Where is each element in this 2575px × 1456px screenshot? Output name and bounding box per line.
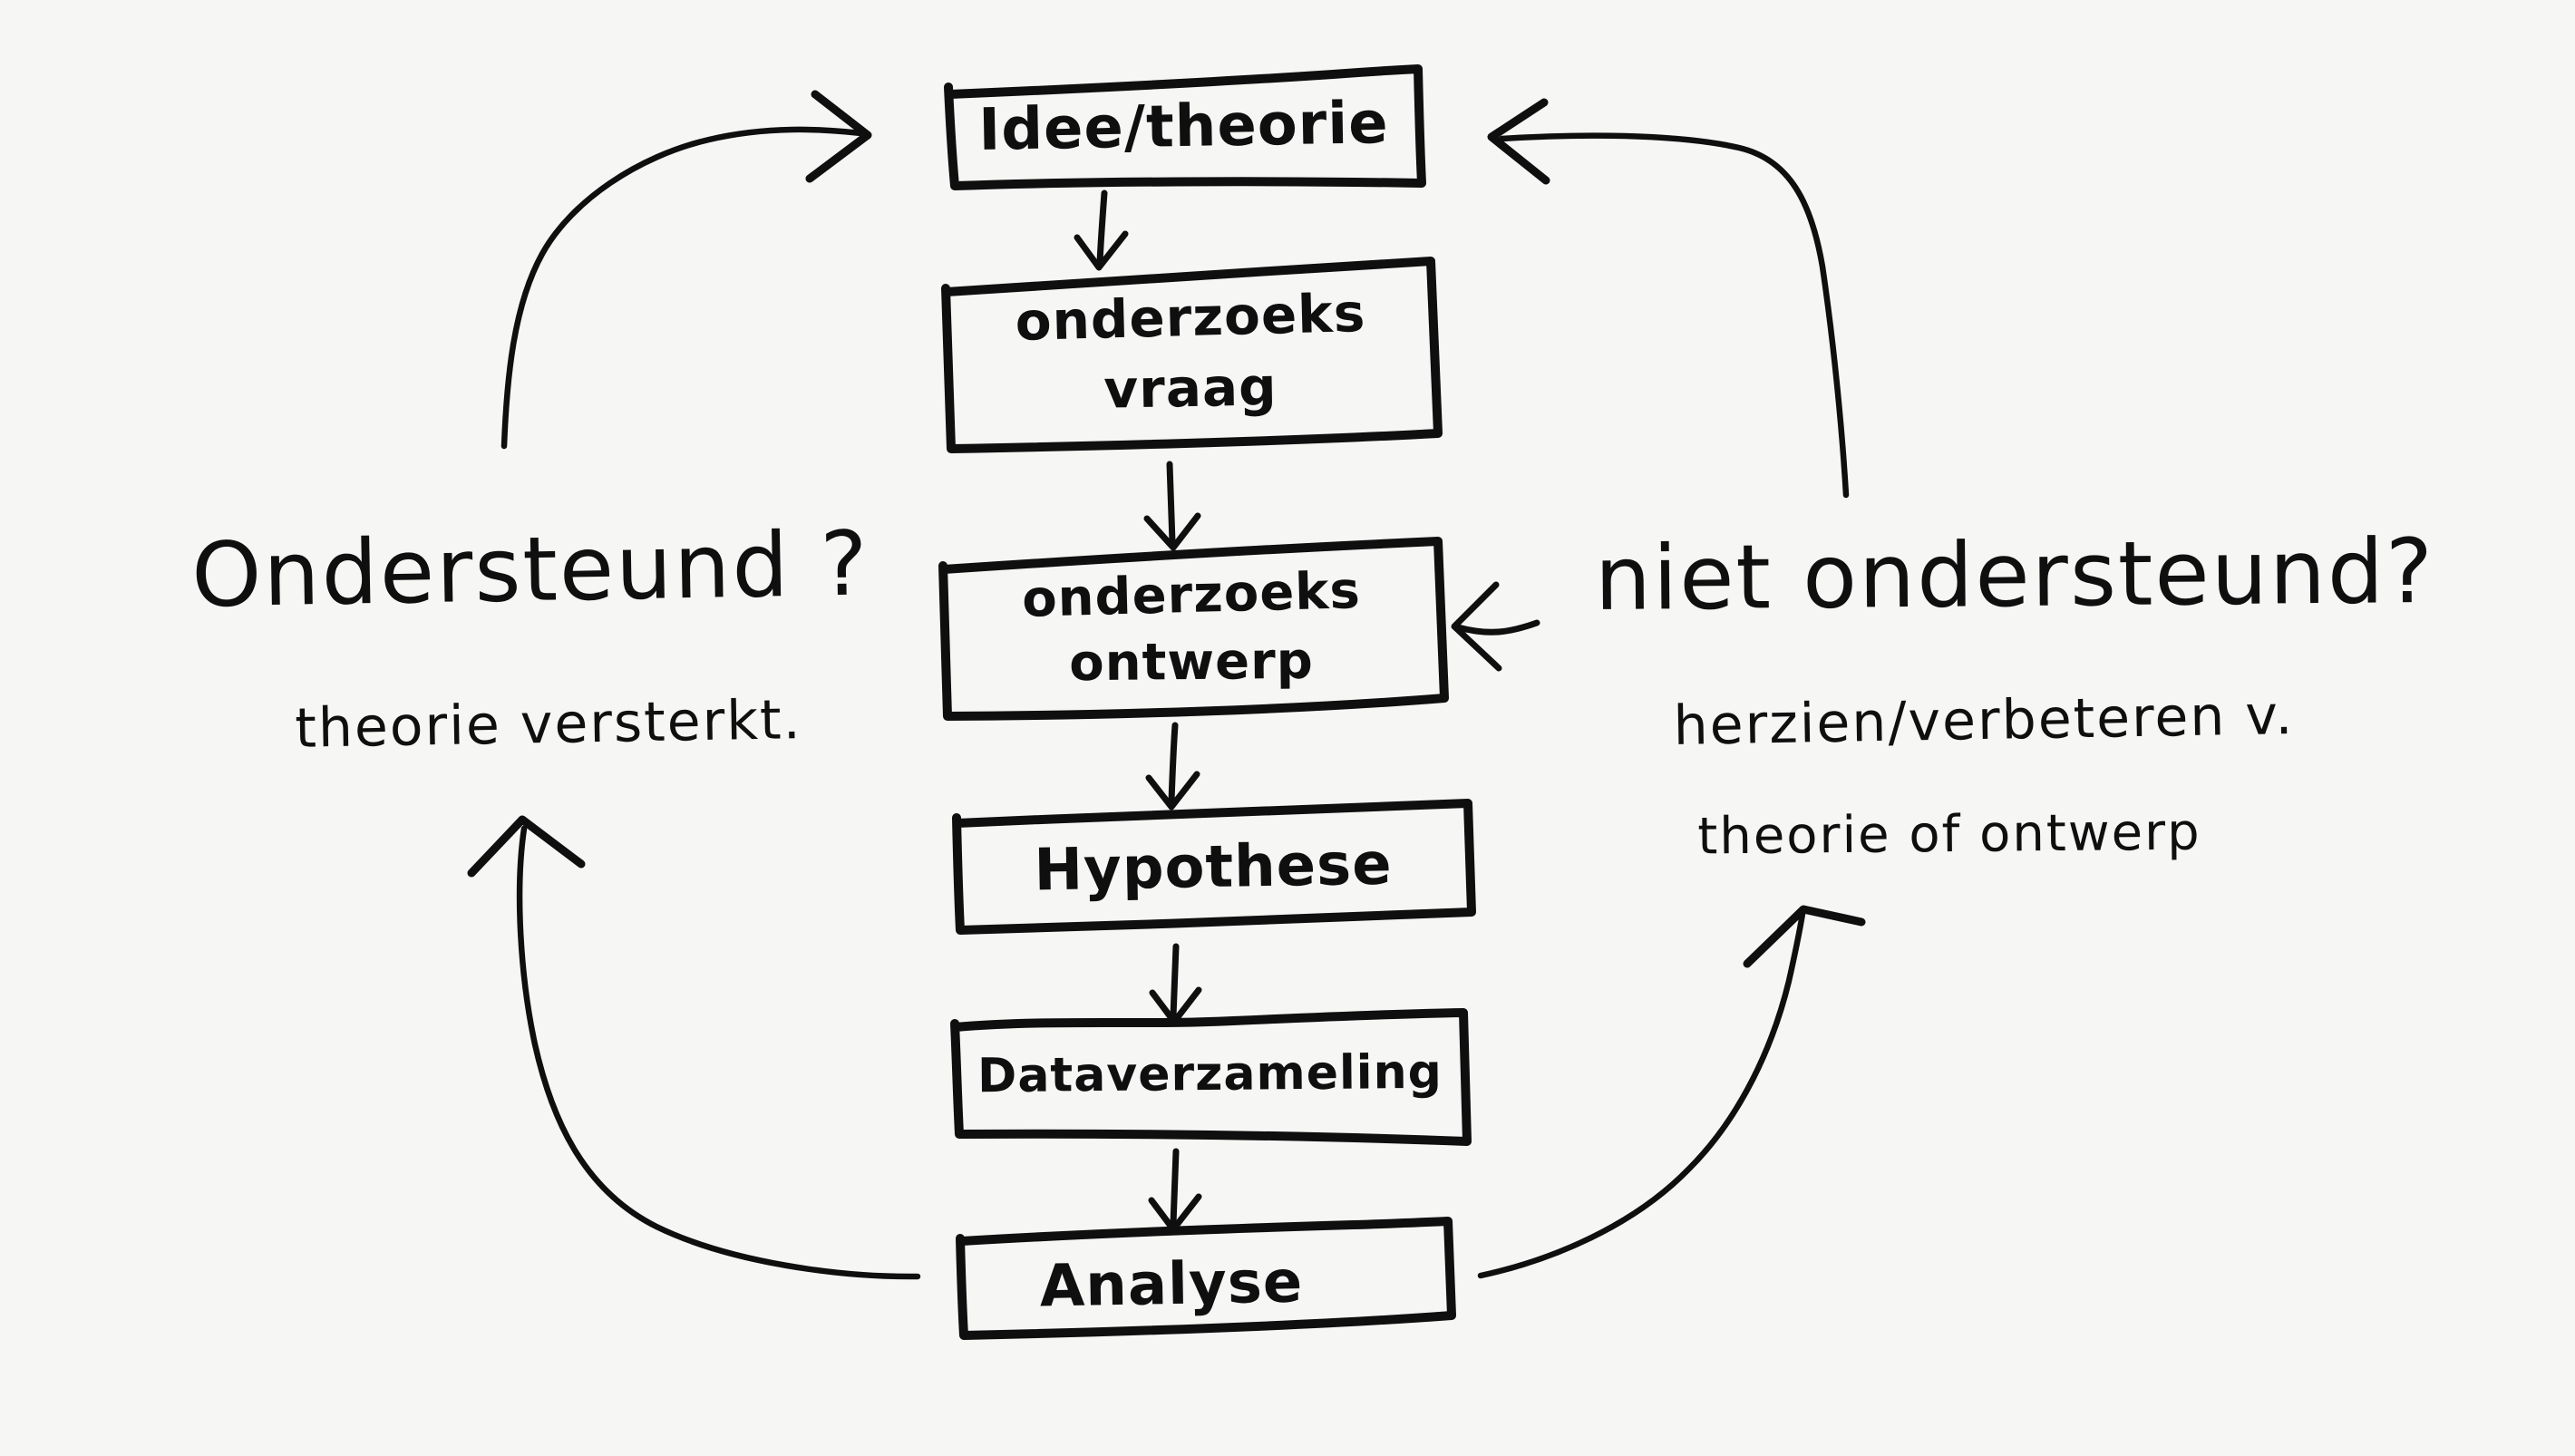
box-label-idee-theorie: Idee/theorie bbox=[977, 90, 1390, 164]
box-label-onderzoeksontwerp-l2: ontwerp bbox=[1068, 631, 1315, 694]
annotation-revise-improve: herzien/verbeteren v. bbox=[1673, 684, 2295, 758]
arrow-down-1-shaft bbox=[1096, 189, 1108, 267]
arrow-down-5-shaft bbox=[1170, 1148, 1180, 1228]
feedback-left-top-curve bbox=[500, 126, 865, 450]
arrow-down-4-shaft bbox=[1170, 943, 1180, 1020]
arrow-down-3-shaft bbox=[1168, 722, 1179, 805]
box-onderzoeksvraag-outline bbox=[941, 257, 1443, 453]
arrow-down-2-head bbox=[1143, 512, 1201, 551]
box-onderzoeksontwerp-outline bbox=[938, 537, 1449, 721]
box-label-onderzoeksvraag-l1: onderzoeks bbox=[1014, 281, 1367, 354]
annotation-theory-or-design: theorie of ontwerp bbox=[1697, 802, 2201, 867]
annotation-theory-strengthened: theorie versterkt. bbox=[294, 688, 803, 761]
arrow-into-ontwerp-head bbox=[1451, 581, 1502, 672]
box-label-onderzoeksvraag-l2: vraag bbox=[1103, 355, 1278, 421]
box-label-hypothese: Hypothese bbox=[1033, 830, 1394, 905]
arrow-down-1-head bbox=[1074, 230, 1129, 271]
feedback-right-top-curve bbox=[1498, 132, 1850, 499]
feedback-left-bottom-curve bbox=[516, 825, 921, 1280]
annotation-not-supported-question: niet ondersteund? bbox=[1594, 519, 2435, 632]
feedback-right-bottom-arrowhead bbox=[1743, 905, 1866, 968]
box-label-dataverzameling: Dataverzameling bbox=[977, 1044, 1443, 1104]
feedback-left-top-arrowhead bbox=[805, 90, 872, 183]
arrow-down-4-head bbox=[1149, 986, 1202, 1025]
arrow-down-2-shaft bbox=[1166, 461, 1176, 546]
arrow-down-5-head bbox=[1148, 1193, 1202, 1233]
feedback-left-bottom-arrowhead bbox=[467, 815, 586, 878]
feedback-right-bottom-curve bbox=[1477, 910, 1806, 1279]
box-dataverzameling-outline bbox=[950, 1008, 1472, 1146]
annotation-supported-question: Ondersteund ? bbox=[190, 512, 870, 628]
arrow-into-ontwerp-shaft bbox=[1454, 619, 1540, 636]
box-hypothese-outline bbox=[952, 799, 1476, 935]
box-label-analyse: Analyse bbox=[1039, 1248, 1304, 1321]
box-idee-theorie-outline bbox=[944, 64, 1426, 190]
feedback-right-top-arrowhead bbox=[1487, 98, 1550, 185]
arrow-down-3-head bbox=[1145, 771, 1200, 811]
box-analyse-outline bbox=[956, 1217, 1456, 1340]
